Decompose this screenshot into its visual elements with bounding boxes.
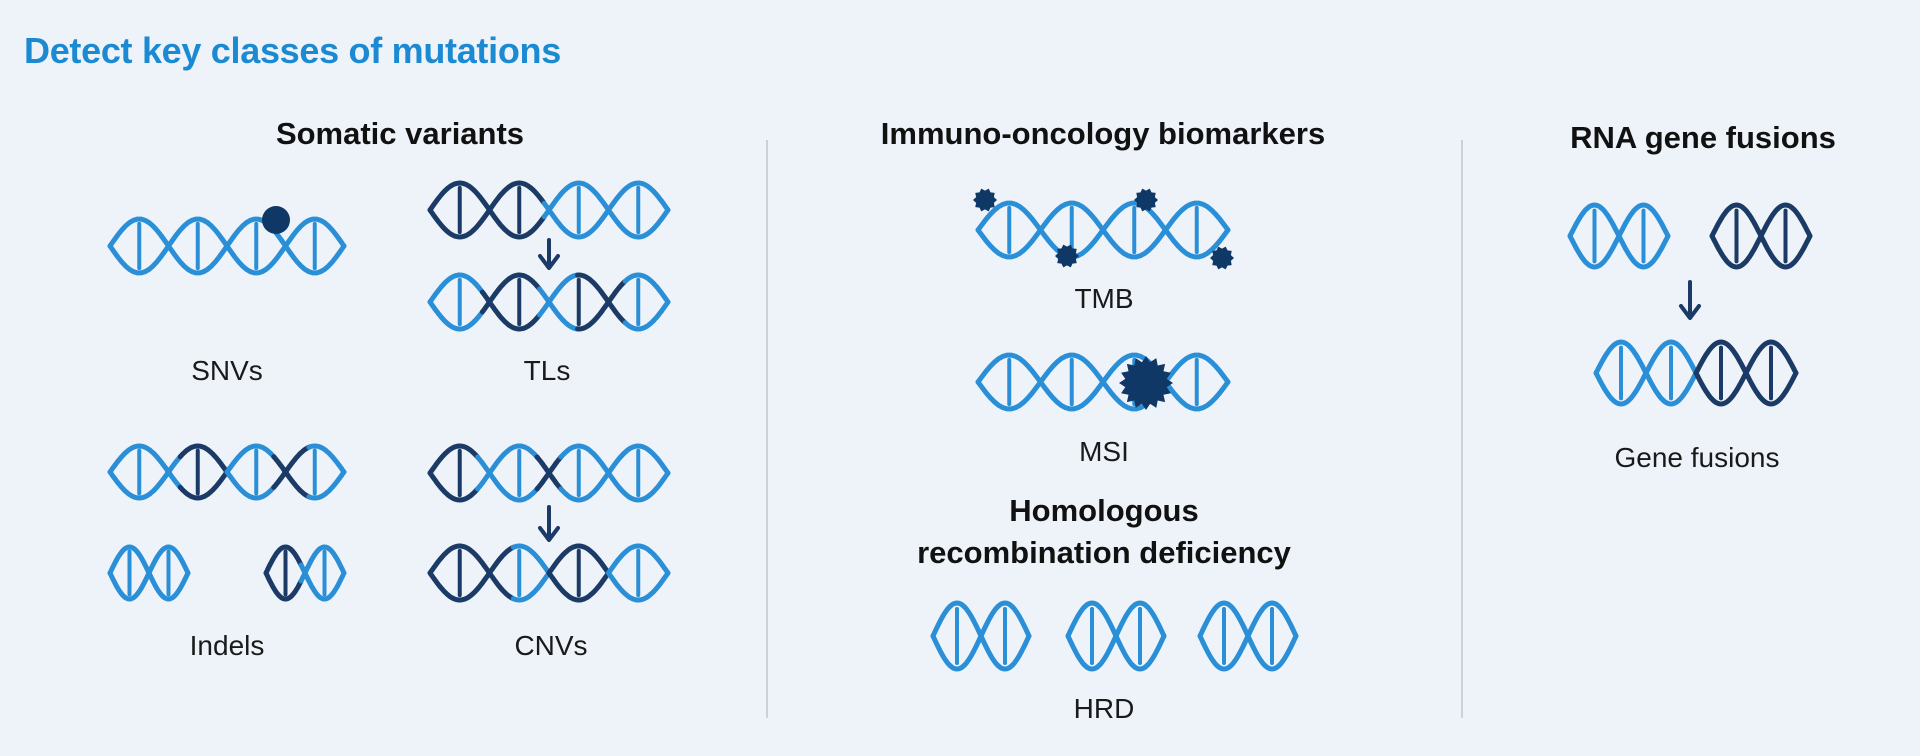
hrd-title: Homologous recombination deficiency bbox=[917, 490, 1291, 574]
tmb-marker-icon bbox=[973, 188, 997, 212]
cnv-helix-bottom-icon bbox=[427, 543, 671, 603]
hrd-fragment-icon bbox=[1065, 600, 1167, 672]
tl-helix-bottom-icon bbox=[427, 272, 671, 332]
tl-helix-top-icon bbox=[427, 180, 671, 240]
section-title-immuno-oncology: Immuno-oncology biomarkers bbox=[880, 116, 1326, 151]
label-cnvs: CNVs bbox=[514, 630, 588, 661]
cnv-arrow-icon bbox=[538, 505, 560, 542]
cnv-helix-top-icon bbox=[427, 443, 671, 503]
label-snvs: SNVs bbox=[191, 355, 263, 386]
label-msi: MSI bbox=[1079, 436, 1129, 467]
section-title-rna-gene-fusions: RNA gene fusions bbox=[1570, 120, 1836, 155]
tmb-helix-icon bbox=[975, 200, 1231, 260]
label-tls: TLs bbox=[523, 355, 571, 386]
msi-helix-icon bbox=[975, 352, 1231, 412]
indel-fragment-left-icon bbox=[107, 544, 191, 602]
fusion-result-icon bbox=[1593, 339, 1799, 407]
section-divider bbox=[766, 140, 768, 718]
indel-fragment-right-icon bbox=[263, 544, 347, 602]
fusion-gene-b-icon bbox=[1709, 202, 1813, 270]
label-hrd: HRD bbox=[1073, 693, 1135, 724]
hrd-fragment-icon bbox=[1197, 600, 1299, 672]
tmb-marker-icon bbox=[1210, 246, 1234, 270]
tl-arrow-icon bbox=[538, 238, 560, 270]
snv-point-mutation-icon bbox=[262, 206, 290, 234]
tmb-marker-icon bbox=[1055, 244, 1079, 268]
label-tmb: TMB bbox=[1074, 283, 1134, 314]
page-title: Detect key classes of mutations bbox=[24, 30, 561, 71]
fusion-gene-a-icon bbox=[1567, 202, 1671, 270]
section-title-somatic-variants: Somatic variants bbox=[275, 116, 525, 151]
indel-helix-top-icon bbox=[107, 443, 347, 501]
hrd-title-line-2: recombination deficiency bbox=[917, 535, 1291, 570]
tmb-marker-icon bbox=[1134, 188, 1158, 212]
hrd-title-line-1: Homologous bbox=[1009, 493, 1199, 528]
label-indels: Indels bbox=[189, 630, 265, 661]
label-gene-fusions: Gene fusions bbox=[1614, 442, 1780, 473]
hrd-fragment-icon bbox=[930, 600, 1032, 672]
fusion-arrow-icon bbox=[1679, 280, 1701, 320]
snv-helix-icon bbox=[107, 216, 347, 276]
msi-blob-icon bbox=[1119, 356, 1173, 410]
section-divider bbox=[1461, 140, 1463, 718]
